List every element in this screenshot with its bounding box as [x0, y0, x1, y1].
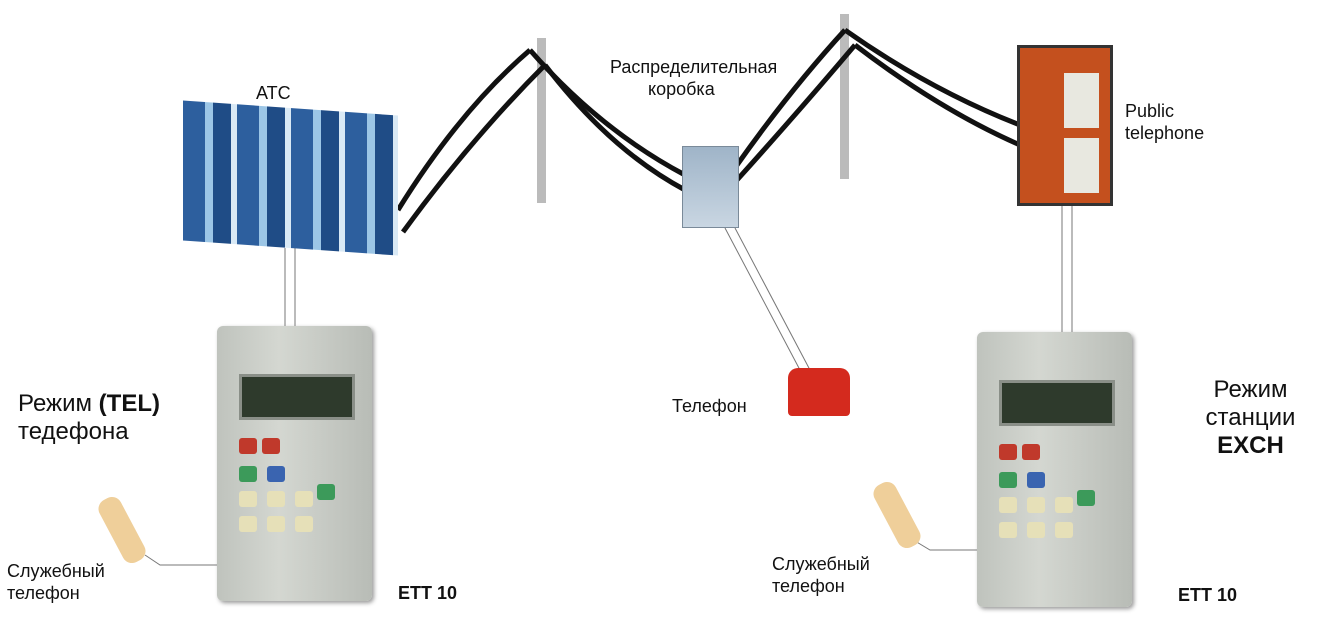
service-phone-left-line2: телефон	[7, 583, 80, 603]
distribution-box-image	[682, 146, 739, 228]
tel-mode-line2: тедефона	[18, 418, 129, 445]
public-line1: Public	[1125, 101, 1175, 121]
pole-right	[840, 14, 849, 179]
ett10-device-right	[977, 332, 1132, 607]
service-phone-right-line2: телефон	[772, 576, 845, 596]
exch-mode-code: EXCH	[1217, 432, 1284, 459]
telephone-label: Телефон	[672, 396, 747, 416]
atc-label: АТС	[256, 83, 291, 103]
tel-mode-label: Режим (TEL)тедефона	[18, 390, 160, 446]
ett10-label-right: ETT 10	[1178, 585, 1238, 605]
distribution-box-line1: Распределительная	[610, 57, 778, 77]
ett10-device-left	[217, 326, 372, 601]
service-phone-right-line1: Служебный	[772, 554, 870, 574]
exch-mode-line1: Режим	[1213, 376, 1288, 403]
ett10-label-left: ETT 10	[398, 583, 458, 603]
public-line2: telephone	[1125, 123, 1205, 143]
atc-exchange-image	[183, 100, 398, 256]
pole-left	[537, 38, 546, 203]
distribution-box-line2: коробка	[648, 79, 715, 99]
tel-mode-word: Режим	[18, 390, 92, 417]
service-phone-left-line1: Служебный	[7, 561, 105, 581]
tel-mode-code: (TEL)	[98, 390, 160, 417]
red-telephone-icon	[788, 368, 850, 416]
public-telephone-image	[1017, 45, 1113, 206]
exch-mode-word: станции	[1205, 404, 1296, 431]
